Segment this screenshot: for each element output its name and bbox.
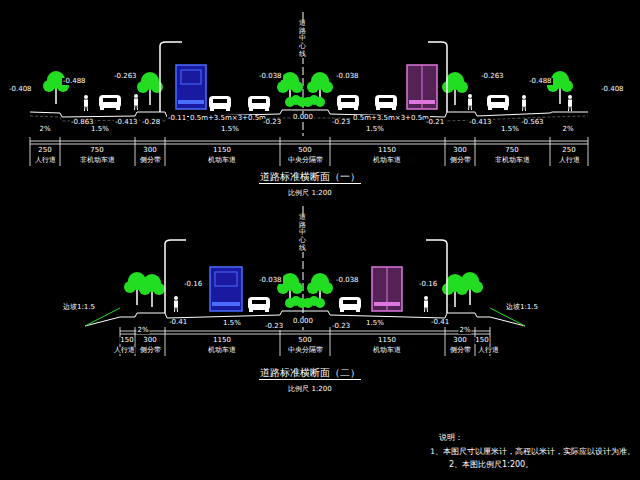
truck-symbol [176,65,206,109]
drawing-label: -0.263 [480,73,505,80]
drawing-label: 机动车道 [207,157,237,164]
drawing-label: -0.23 [264,323,284,330]
drawing-label: -0.23 [262,119,282,126]
drawing-label: 0.5m+3.5m×3+0.5m [189,115,267,122]
drawing-label: -0.21 [425,119,445,126]
drawing-label: -0.413 [468,119,493,126]
drawing-label: 1.5% [90,126,110,133]
drawing-label: 0.5m+3.5m×3+0.5m [352,115,430,122]
drawing-label: 中央分隔带 [287,347,324,354]
drawing-label: 300 [142,337,157,344]
drawing-label: 人行道 [477,347,500,354]
drawing-label: -0.41 [430,319,450,326]
drawing-label: 0.000 [292,318,314,325]
truck-symbol [372,267,402,311]
drawing-label: -0.41 [168,319,188,326]
drawing-label: 比例尺 1:200 [287,190,332,197]
drawing-label: 侧分带 [139,347,162,354]
drawing-label: 2% [38,126,51,133]
drawing-label: 非机动车道 [79,157,116,164]
drawing-label: 比例尺 1:200 [287,386,332,393]
drawing-label: -0.863 [70,119,95,126]
drawing-label: -0.488 [62,78,87,85]
drawing-label: 1.5% [220,126,240,133]
truck-symbol [407,65,437,109]
drawing-label: 机动车道 [372,347,402,354]
drawing-label: 中央分隔带 [287,157,324,164]
drawing-label: 0.000 [292,114,314,121]
drawing-label: -0.413 [114,119,139,126]
drawing-label: 2% [561,126,574,133]
drawing-label: 非机动车道 [494,157,531,164]
drawing-label: 1150 [377,147,397,154]
drawing-label: -0.038 [335,277,360,284]
drawing-label: 1、本图尺寸以厘米计，高程以米计，实际应以设计为准。 [429,448,636,456]
drawing-label: 300 [452,337,467,344]
drawing-label: 侧分带 [449,347,472,354]
section-title: 道路标准横断面（一） [259,172,361,184]
drawing-label: -0.038 [258,277,283,284]
drawing-label: 2、本图比例尺1:200。 [448,461,534,469]
drawing-label: 侧分带 [449,157,472,164]
drawing-label: -0.408 [8,86,33,93]
drawing-label: 边坡1:1.5 [505,304,539,311]
drawing-label: -0.408 [600,86,625,93]
drawing-label: -0.488 [528,78,553,85]
drawing-label: 250 [561,147,576,154]
street-lamp [165,240,186,313]
drawing-label: -0.23 [331,119,351,126]
drawing-label: -0.16 [183,281,203,288]
drawing-label: -0.23 [331,323,351,330]
drawing-label: 1.5% [500,126,520,133]
drawing-label: 500 [297,337,312,344]
center-line-label: 道路中心线 [299,214,306,252]
drawing-label: 2% [458,327,471,334]
dimension-line [120,327,490,356]
section-title: 道路标准横断面（二） [259,368,361,380]
drawing-label: 人行道 [34,157,57,164]
dimension-line [30,137,588,166]
drawing-label: 1150 [212,337,232,344]
drawing-label: 说明： [438,434,464,442]
drawing-label: 1.5% [222,320,242,327]
drawing-label: -0.28 [141,119,161,126]
drawing-label: -0.038 [335,73,360,80]
road-profile [85,311,525,326]
drawing-label: 750 [89,147,104,154]
truck-symbol [210,267,242,311]
drawing-label: -0.038 [258,73,283,80]
drawing-label: 250 [37,147,52,154]
drawing-label: 1150 [377,337,397,344]
drawing-label: 300 [142,147,157,154]
drawing-label: -0.16 [418,281,438,288]
drawing-label: 边坡1:1.5 [62,304,96,311]
drawing-label: 150 [474,337,489,344]
drawing-label: 机动车道 [207,347,237,354]
bottom-section [85,206,525,356]
drawing-label: 机动车道 [372,157,402,164]
drawing-label: 2% [136,327,149,334]
drawing-label: 750 [504,147,519,154]
drawing-label: -0.563 [520,119,545,126]
drawing-label: 1150 [212,147,232,154]
drawing-label: 侧分带 [139,157,162,164]
street-lamp [426,240,447,313]
drawing-label: -0.263 [113,73,138,80]
drawing-label: 500 [297,147,312,154]
drawing-label: 150 [119,337,134,344]
drawing-label: -0.11 [167,115,187,122]
drawing-label: 人行道 [558,157,581,164]
drawing-label: 300 [452,147,467,154]
drawing-label: 1.5% [365,320,385,327]
center-line-label: 道路中心线 [299,20,306,58]
top-section [30,12,588,166]
drawing-label: 人行道 [113,347,136,354]
drawing-label: 1.5% [365,126,385,133]
